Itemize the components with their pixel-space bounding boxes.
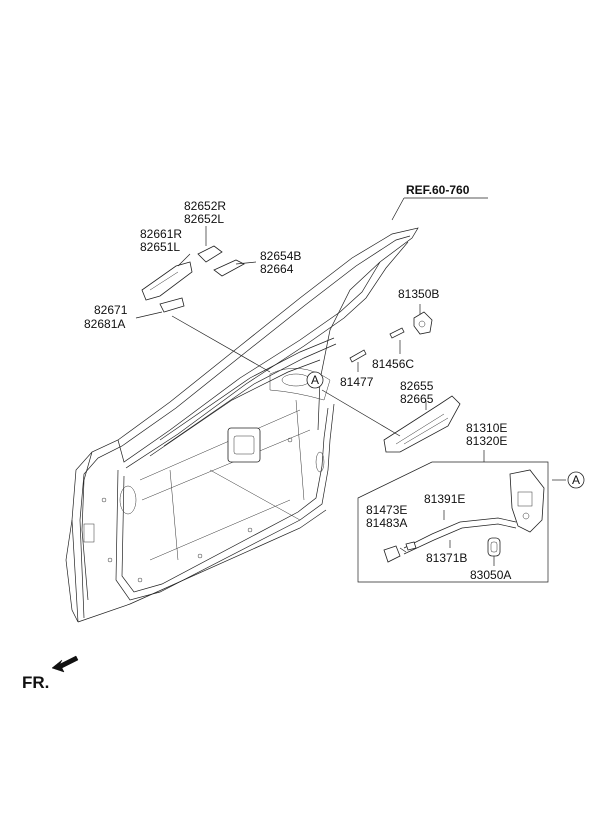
label-82671: 82671 bbox=[94, 303, 128, 317]
label-82654b: 82654B bbox=[260, 249, 301, 263]
label-82665: 82665 bbox=[400, 392, 434, 406]
lock-rod-part bbox=[403, 517, 517, 555]
label-82655: 82655 bbox=[400, 379, 434, 393]
outside-handle-part bbox=[141, 261, 193, 301]
label-82652r: 82652R bbox=[184, 199, 226, 213]
rod-clip-part bbox=[383, 541, 417, 563]
label-82664: 82664 bbox=[260, 262, 294, 276]
door-frame-drawing bbox=[65, 227, 419, 623]
label-81350b: 81350B bbox=[398, 287, 439, 301]
label-81320e: 81320E bbox=[466, 434, 507, 448]
handle-pad-part bbox=[213, 259, 245, 277]
label-81310e: 81310E bbox=[466, 421, 507, 435]
label-81483a: 81483A bbox=[366, 516, 407, 530]
front-arrow-icon bbox=[51, 655, 79, 673]
callout-a-door-letter: A bbox=[311, 373, 319, 387]
bolt-part bbox=[389, 327, 405, 339]
label-83050a: 83050A bbox=[470, 568, 511, 582]
ref-label: REF.60-760 bbox=[406, 183, 470, 197]
label-82651l: 82651L bbox=[140, 240, 180, 254]
front-direction-indicator: FR. bbox=[22, 655, 79, 692]
outside-handle-cover-part bbox=[197, 245, 223, 263]
label-81477: 81477 bbox=[340, 375, 374, 389]
label-81456c: 81456C bbox=[372, 357, 414, 371]
handle-base-part bbox=[159, 297, 185, 313]
door-checker-part bbox=[413, 311, 433, 335]
small-screw-part bbox=[349, 349, 367, 363]
label-81473e: 81473E bbox=[366, 503, 407, 517]
label-82681a: 82681A bbox=[84, 317, 125, 331]
label-82661r: 82661R bbox=[140, 227, 182, 241]
front-label: FR. bbox=[22, 673, 49, 692]
inside-handle-part bbox=[383, 395, 461, 453]
callout-a-door: A bbox=[306, 371, 324, 389]
leader-lines bbox=[135, 197, 566, 566]
grommet-part bbox=[487, 537, 501, 557]
label-81391e: 81391E bbox=[424, 492, 465, 506]
callout-a-box: A bbox=[567, 471, 585, 489]
label-82652l: 82652L bbox=[184, 212, 224, 226]
label-81371b: 81371B bbox=[426, 551, 467, 565]
callout-a-box-letter: A bbox=[572, 473, 580, 487]
door-latch-part bbox=[509, 469, 545, 533]
lock-assembly-box bbox=[357, 461, 549, 583]
